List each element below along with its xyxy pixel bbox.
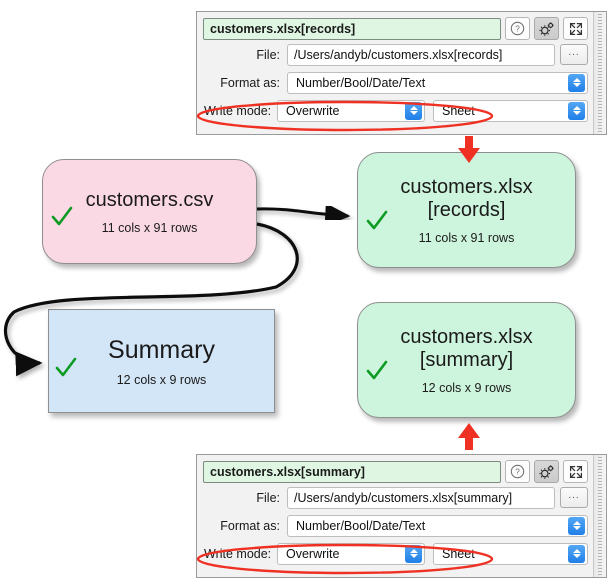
green-check-icon bbox=[55, 357, 77, 377]
edge-csv-to-records bbox=[256, 203, 351, 227]
node-title-line1-records: customers.xlsx bbox=[400, 175, 533, 198]
format-value-records: Number/Bool/Date/Text bbox=[296, 75, 426, 90]
format-select-summary[interactable]: Number/Bool/Date/Text bbox=[287, 514, 588, 537]
node-title-line2-records: [records] bbox=[427, 198, 506, 221]
svg-text:?: ? bbox=[515, 467, 520, 477]
expand-arrows-icon bbox=[569, 465, 582, 478]
format-row-summary: Format as: Number/Bool/Date/Text bbox=[197, 514, 593, 537]
node-customers-xlsx-records[interactable]: customers.xlsx [records] 11 cols x 91 ro… bbox=[357, 152, 576, 268]
format-label-records: Format as: bbox=[220, 75, 280, 90]
sheet-stepper-summary[interactable] bbox=[568, 544, 585, 563]
node-customers-csv[interactable]: customers.csv 11 cols x 91 rows bbox=[42, 159, 257, 264]
node-title-line1-summary: customers.xlsx bbox=[400, 325, 533, 348]
format-row-records: Format as: Number/Bool/Date/Text bbox=[197, 71, 593, 94]
question-mark-icon: ? bbox=[510, 21, 525, 36]
node-title-customers-csv: customers.csv bbox=[85, 188, 214, 211]
expand-button-summary[interactable] bbox=[563, 460, 588, 483]
panel-header-summary: customers.xlsx[summary] ? bbox=[197, 455, 593, 486]
write-mode-value-summary: Overwrite bbox=[286, 546, 340, 561]
node-title-summary: Summary bbox=[108, 335, 215, 364]
gear-icon bbox=[539, 21, 554, 36]
format-value-summary: Number/Bool/Date/Text bbox=[296, 518, 426, 533]
sheet-select-records[interactable]: Sheet bbox=[433, 99, 588, 122]
settings-panel-records: customers.xlsx[records] ? bbox=[196, 11, 607, 135]
format-select-records[interactable]: Number/Bool/Date/Text bbox=[287, 71, 588, 94]
sheet-value-records: Sheet bbox=[442, 103, 475, 118]
sheet-value-summary: Sheet bbox=[442, 546, 475, 561]
settings-button-records[interactable] bbox=[534, 17, 559, 40]
file-input-summary[interactable]: /Users/andyb/customers.xlsx[summary] bbox=[287, 486, 555, 509]
write-mode-row-summary: Write mode: Overwrite Sheet bbox=[197, 542, 593, 565]
file-row-summary: File: /Users/andyb/customers.xlsx[summar… bbox=[197, 486, 593, 509]
help-button-summary[interactable]: ? bbox=[505, 460, 530, 483]
gear-icon bbox=[539, 464, 554, 479]
write-mode-stepper-summary[interactable] bbox=[405, 544, 422, 563]
file-input-records[interactable]: /Users/andyb/customers.xlsx[records] bbox=[287, 43, 555, 66]
file-label-summary: File: bbox=[256, 490, 280, 505]
write-mode-label-records: Write mode: bbox=[204, 103, 272, 118]
red-arrow-panel-to-summary bbox=[458, 423, 480, 450]
settings-button-summary[interactable] bbox=[534, 460, 559, 483]
write-mode-value-records: Overwrite bbox=[286, 103, 340, 118]
green-check-icon bbox=[366, 360, 388, 380]
node-summary[interactable]: Summary 12 cols x 9 rows bbox=[48, 309, 275, 413]
node-subtitle-customers-xlsx-summary: 12 cols x 9 rows bbox=[421, 380, 512, 395]
write-mode-label-summary: Write mode: bbox=[204, 546, 272, 561]
svg-text:?: ? bbox=[515, 24, 520, 34]
format-stepper-summary[interactable] bbox=[568, 516, 585, 535]
sheet-stepper-records[interactable] bbox=[568, 101, 585, 120]
write-mode-select-records[interactable]: Overwrite bbox=[277, 99, 425, 122]
write-mode-stepper-records[interactable] bbox=[405, 101, 422, 120]
panel-title-summary[interactable]: customers.xlsx[summary] bbox=[203, 460, 501, 483]
write-mode-select-summary[interactable]: Overwrite bbox=[277, 542, 425, 565]
node-title-line2-summary: [summary] bbox=[419, 348, 514, 371]
node-title-customers-xlsx-summary: customers.xlsx [summary] bbox=[386, 326, 546, 372]
write-mode-row-records: Write mode: Overwrite Sheet bbox=[197, 99, 593, 122]
node-title-customers-xlsx-records: customers.xlsx [records] bbox=[386, 176, 546, 222]
question-mark-icon: ? bbox=[510, 464, 525, 479]
node-customers-xlsx-summary[interactable]: customers.xlsx [summary] 12 cols x 9 row… bbox=[357, 302, 576, 418]
panel-scrollbar-records[interactable] bbox=[593, 12, 606, 134]
file-label-records: File: bbox=[256, 47, 280, 62]
browse-button-summary[interactable]: ... bbox=[560, 487, 588, 508]
sheet-select-summary[interactable]: Sheet bbox=[433, 542, 588, 565]
file-row-records: File: /Users/andyb/customers.xlsx[record… bbox=[197, 43, 593, 66]
expand-button-records[interactable] bbox=[563, 17, 588, 40]
panel-header-records: customers.xlsx[records] ? bbox=[197, 12, 593, 43]
panel-scrollbar-summary[interactable] bbox=[593, 455, 606, 577]
expand-arrows-icon bbox=[569, 22, 582, 35]
help-button-records[interactable]: ? bbox=[505, 17, 530, 40]
panel-title-records[interactable]: customers.xlsx[records] bbox=[203, 17, 501, 40]
settings-panel-summary: customers.xlsx[summary] ? bbox=[196, 454, 607, 578]
green-check-icon bbox=[366, 210, 388, 230]
node-subtitle-summary: 12 cols x 9 rows bbox=[116, 372, 207, 387]
node-subtitle-customers-xlsx-records: 11 cols x 91 rows bbox=[418, 230, 515, 245]
node-subtitle-customers-csv: 11 cols x 91 rows bbox=[101, 220, 198, 235]
format-label-summary: Format as: bbox=[220, 518, 280, 533]
browse-button-records[interactable]: ... bbox=[560, 44, 588, 65]
format-stepper-records[interactable] bbox=[568, 73, 585, 92]
green-check-icon bbox=[51, 206, 73, 226]
